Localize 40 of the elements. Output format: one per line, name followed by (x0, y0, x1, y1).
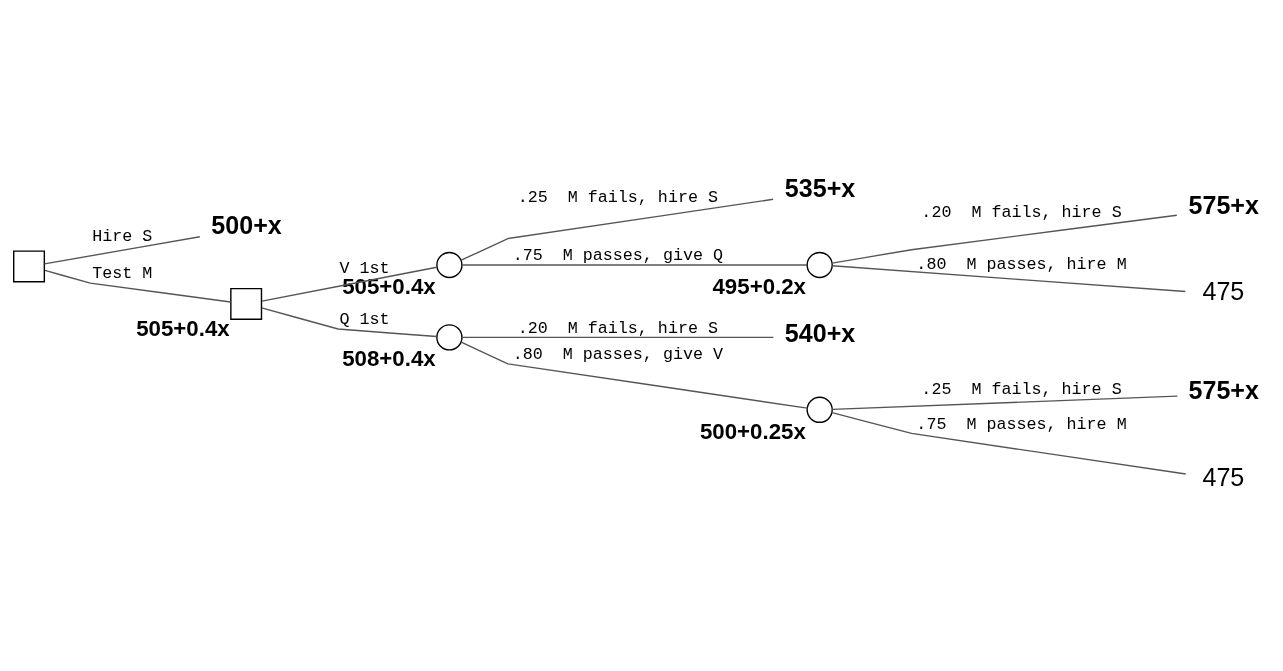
connector (261, 266, 438, 302)
node-label: 508+0.4x (342, 345, 436, 371)
node-circle (806, 251, 833, 278)
connector (831, 214, 1178, 264)
edge-label: .25 M fails, hire S (921, 379, 1122, 399)
node-circle (436, 323, 463, 351)
edge-label: .80 M passes, give V (512, 344, 723, 364)
node-text: 500+x (211, 210, 282, 239)
node-text: 475 (1202, 276, 1245, 305)
node-text: 535+x (784, 173, 856, 202)
edge-label: .25 M fails, hire S (517, 187, 718, 207)
node-text: 540+x (784, 318, 856, 347)
connector (831, 264, 1187, 292)
edge-label: Q 1st (339, 309, 390, 329)
node-label: 495+0.2x (712, 273, 806, 299)
connector (460, 341, 808, 409)
edge-label: .80 M passes, hire M (916, 254, 1127, 274)
node-text: 475 (1202, 462, 1245, 490)
connector (831, 394, 1179, 410)
node-text: 575+x (1188, 190, 1259, 219)
node-circle (436, 251, 463, 278)
connector (461, 263, 808, 266)
edge-label: Hire S (92, 226, 153, 246)
edge-label: .20 M fails, hire S (921, 202, 1122, 222)
node-circle (806, 396, 833, 423)
node-box (13, 249, 46, 282)
connector (43, 235, 201, 265)
node-text: 575+x (1188, 375, 1259, 404)
connector (831, 411, 1187, 475)
edge-label: .20 M fails, hire S (517, 318, 718, 338)
connector (44, 269, 232, 303)
node-label: 505+0.4x (136, 315, 230, 341)
edge-label: Test M (92, 263, 153, 283)
connector (461, 336, 775, 338)
edge-label: .75 M passes, hire M (916, 414, 1127, 434)
edge-label: .75 M passes, give Q (512, 245, 723, 265)
connector (460, 198, 774, 261)
node-box (230, 287, 263, 320)
node-label: 500+0.25x (699, 418, 806, 444)
connector (261, 306, 438, 337)
